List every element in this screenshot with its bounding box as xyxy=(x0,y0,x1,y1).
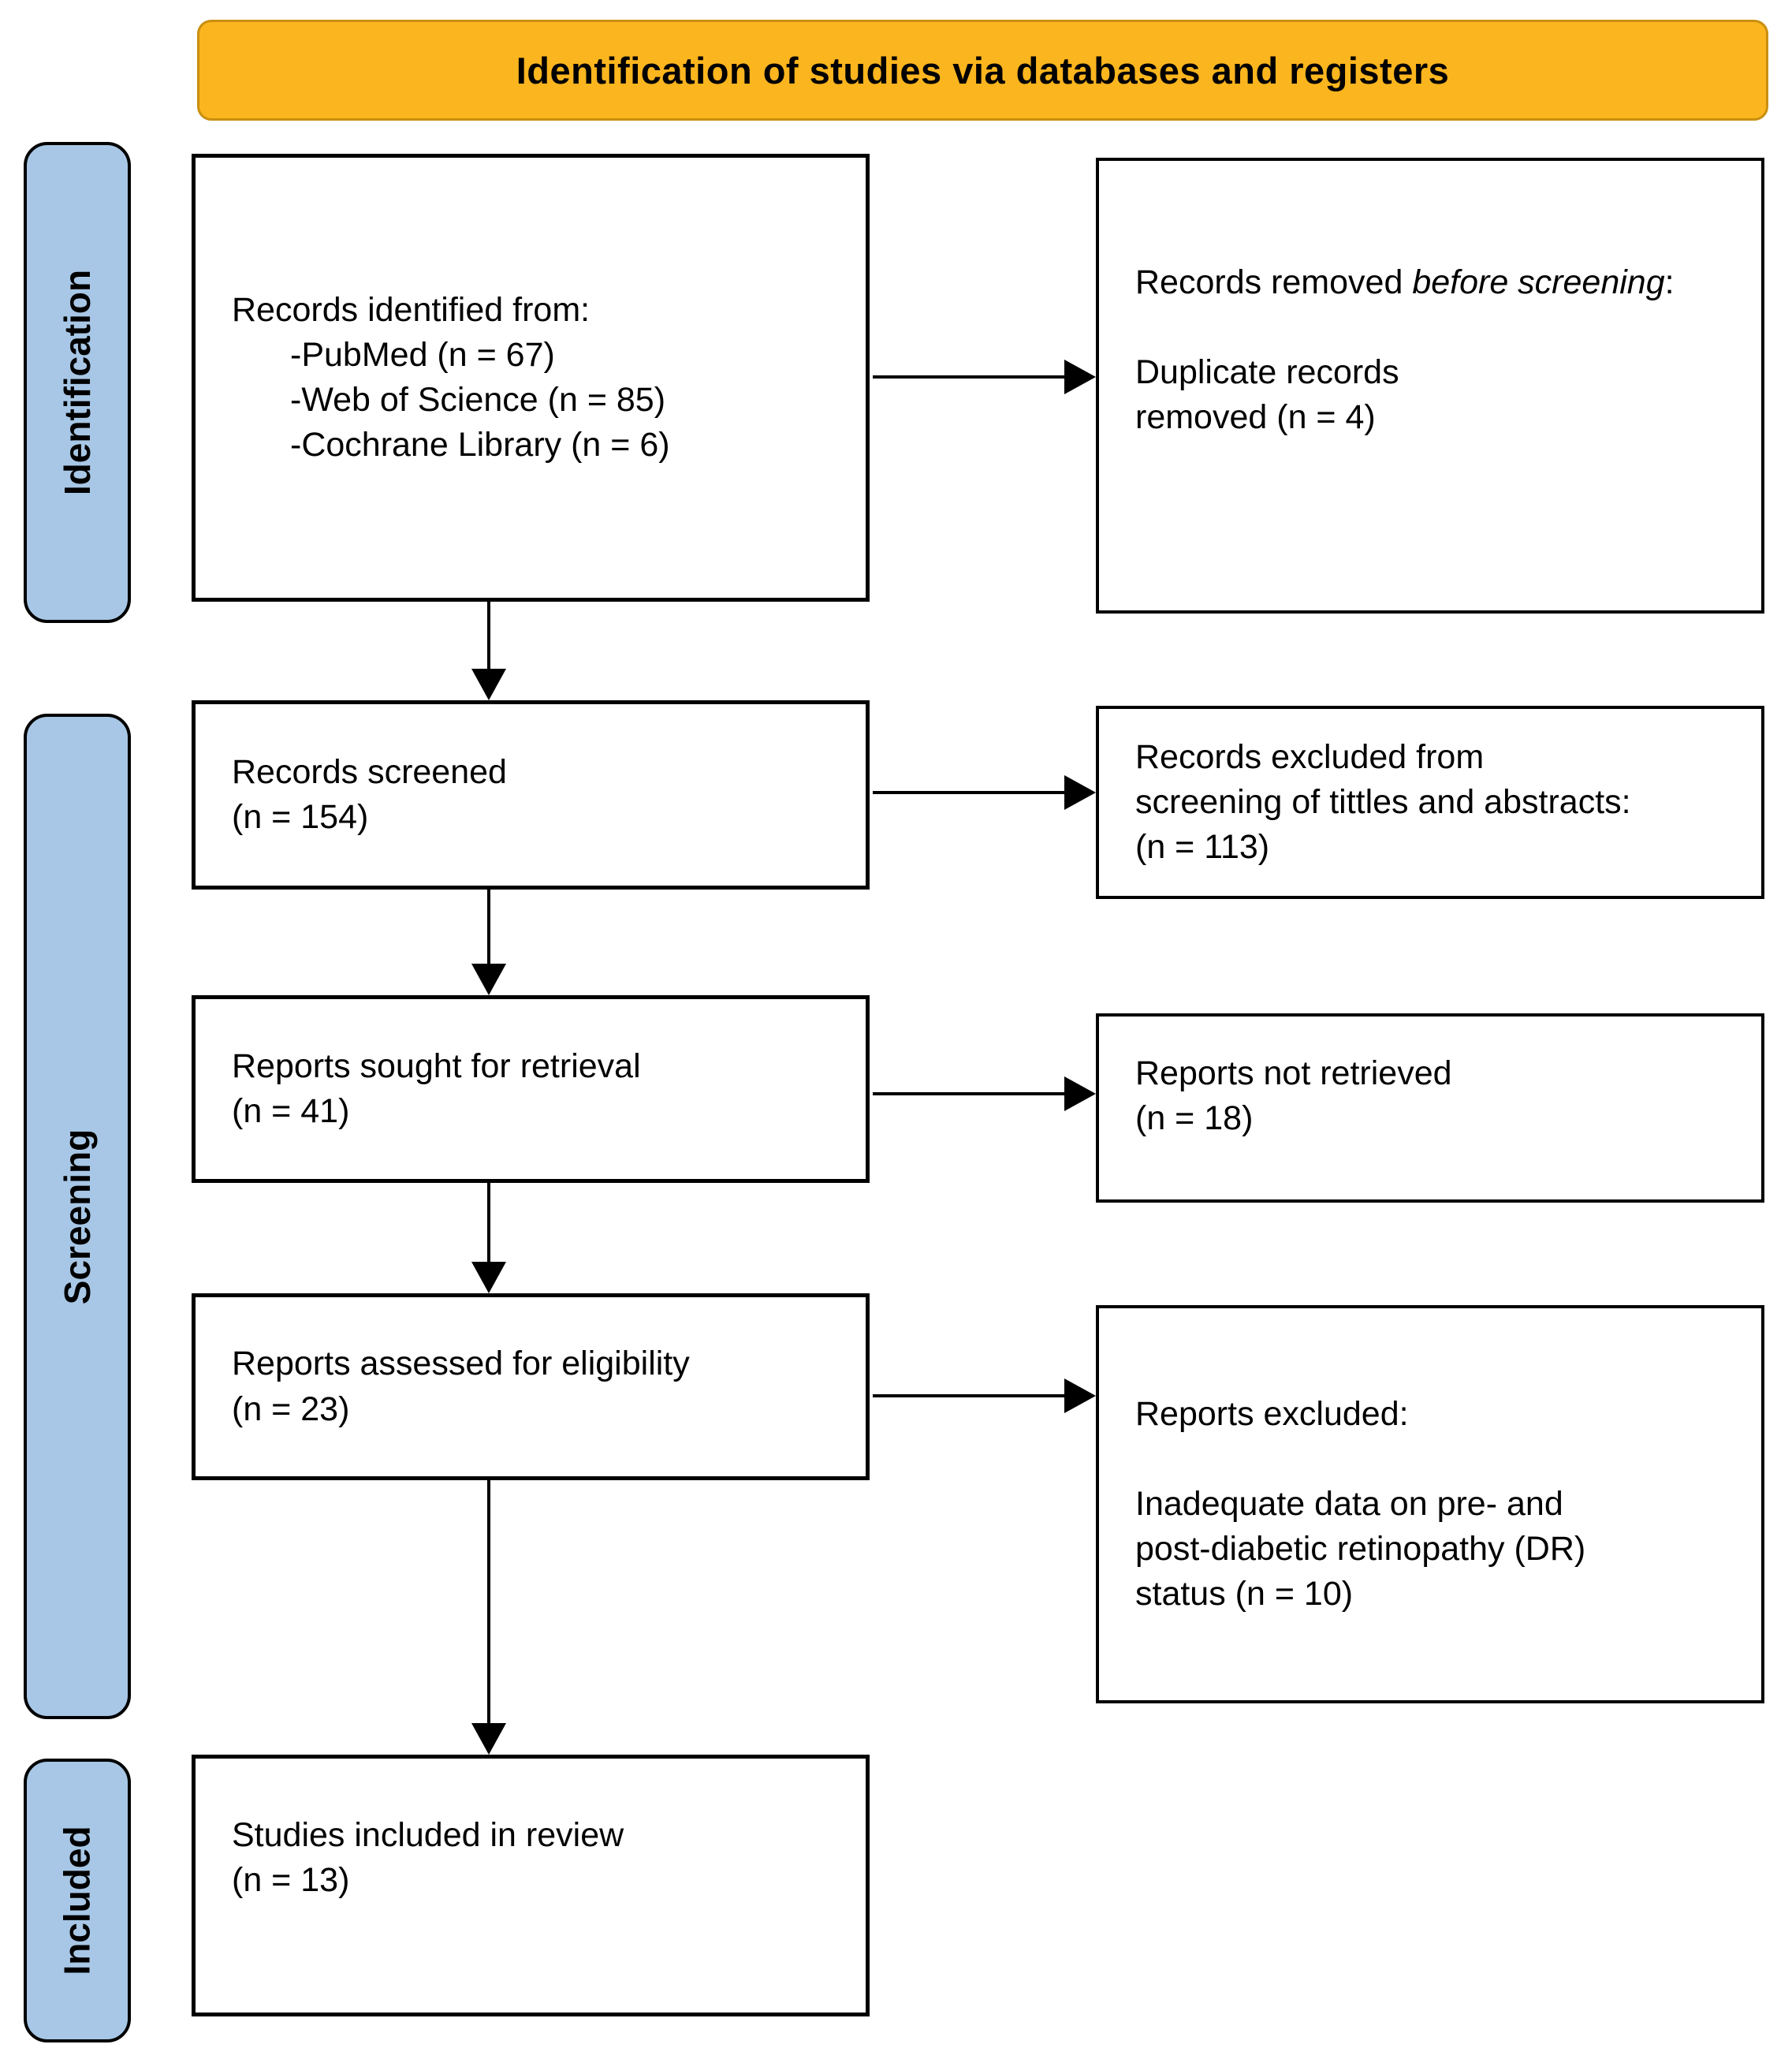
records-screened-line1: Records screened xyxy=(232,752,507,791)
stage-included: Included xyxy=(24,1759,131,2042)
box-reports-excluded: Reports excluded: Inadequate data on pre… xyxy=(1096,1305,1764,1703)
records-excluded-count: (n = 113) xyxy=(1135,828,1270,867)
arrow-assessed-to-excluded-head xyxy=(1064,1378,1096,1413)
box-records-excluded: Records excluded from screening of tittl… xyxy=(1096,706,1764,899)
diagram-title-banner: Identification of studies via databases … xyxy=(197,20,1768,121)
arrow-identified-to-screened-head xyxy=(471,669,506,700)
records-removed-heading-italic: before screening xyxy=(1412,263,1665,301)
arrow-screened-to-sought-line xyxy=(487,890,490,965)
records-removed-heading: Records removed before screening: xyxy=(1135,260,1738,305)
arrow-assessed-to-excluded-line xyxy=(873,1394,1066,1397)
studies-included-line1: Studies included in review xyxy=(232,1815,624,1854)
arrow-identified-to-screened-line xyxy=(487,602,490,670)
arrow-sought-to-notretrieved-head xyxy=(1064,1076,1096,1111)
stage-screening-label: Screening xyxy=(57,1128,99,1304)
reports-sought-line1: Reports sought for retrieval xyxy=(232,1046,641,1085)
duplicate-records-count: removed (n = 4) xyxy=(1135,398,1376,437)
stage-included-label: Included xyxy=(57,1826,98,1975)
records-removed-heading-normal: Records removed xyxy=(1135,263,1413,301)
records-excluded-line1: Records excluded from xyxy=(1135,737,1485,776)
reports-sought-count: (n = 41) xyxy=(232,1092,350,1130)
reports-excluded-reason-count: status (n = 10) xyxy=(1135,1575,1354,1613)
duplicate-records-line1: Duplicate records xyxy=(1135,353,1399,391)
records-removed-heading-colon: : xyxy=(1664,263,1675,301)
stage-identification-label: Identification xyxy=(57,269,99,496)
box-reports-assessed: Reports assessed for eligibility (n = 23… xyxy=(192,1293,870,1480)
box-records-removed-before-screening: Records removed before screening: Duplic… xyxy=(1096,158,1764,614)
arrow-sought-to-assessed-line xyxy=(487,1183,490,1263)
box-reports-not-retrieved: Reports not retrieved (n = 18) xyxy=(1096,1013,1764,1203)
arrow-screened-to-excluded-head xyxy=(1064,775,1096,810)
box-studies-included: Studies included in review (n = 13) xyxy=(192,1755,870,2016)
arrow-assessed-to-included-line xyxy=(487,1480,490,1725)
reports-excluded-reason-line2: post-diabetic retinopathy (DR) xyxy=(1135,1530,1586,1568)
records-excluded-line2: screening of tittles and abstracts: xyxy=(1135,782,1631,821)
arrow-assessed-to-included-head xyxy=(471,1723,506,1755)
reports-excluded-reason-line1: Inadequate data on pre- and xyxy=(1135,1484,1563,1523)
reports-excluded-heading: Reports excluded: xyxy=(1135,1394,1409,1433)
reports-not-retrieved-line1: Reports not retrieved xyxy=(1135,1054,1452,1092)
arrow-identified-to-removed-head xyxy=(1064,360,1096,394)
diagram-title: Identification of studies via databases … xyxy=(516,49,1450,91)
stage-identification: Identification xyxy=(24,142,131,623)
records-identified-item-pubmed: -PubMed (n = 67) xyxy=(290,335,555,374)
stage-screening: Screening xyxy=(24,714,131,1719)
records-identified-item-cochrane: -Cochrane Library (n = 6) xyxy=(290,426,670,464)
reports-assessed-count: (n = 23) xyxy=(232,1390,350,1428)
arrow-sought-to-assessed-head xyxy=(471,1262,506,1293)
records-screened-count: (n = 154) xyxy=(232,798,369,836)
records-identified-title: Records identified from: xyxy=(232,290,591,329)
records-identified-item-wos: -Web of Science (n = 85) xyxy=(290,381,666,419)
box-records-identified: Records identified from: -PubMed (n = 67… xyxy=(192,154,870,602)
arrow-identified-to-removed-line xyxy=(873,375,1066,379)
box-records-screened: Records screened (n = 154) xyxy=(192,700,870,890)
studies-included-count: (n = 13) xyxy=(232,1861,350,1899)
reports-not-retrieved-count: (n = 18) xyxy=(1135,1099,1254,1137)
arrow-screened-to-sought-head xyxy=(471,964,506,995)
box-reports-sought: Reports sought for retrieval (n = 41) xyxy=(192,995,870,1183)
reports-assessed-line1: Reports assessed for eligibility xyxy=(232,1345,690,1383)
arrow-sought-to-notretrieved-line xyxy=(873,1092,1066,1095)
arrow-screened-to-excluded-line xyxy=(873,791,1066,794)
